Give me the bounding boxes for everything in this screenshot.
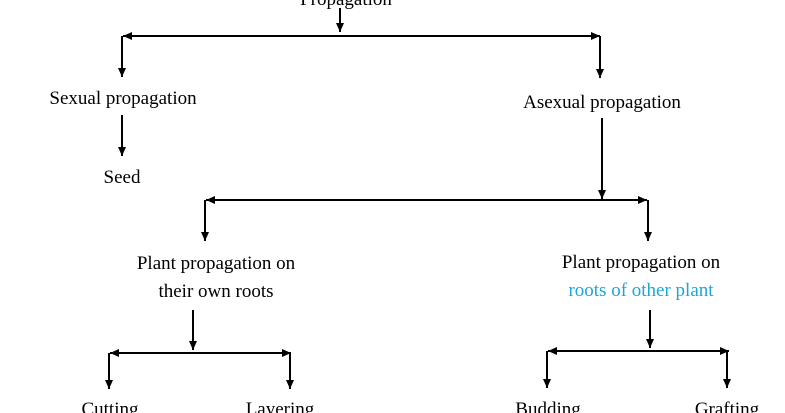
node-own-roots-line2: their own roots [158, 281, 273, 302]
node-grafting: Grafting [695, 399, 760, 413]
node-budding: Budding [515, 399, 581, 413]
node-layering: Layering [246, 399, 315, 413]
node-seed: Seed [104, 167, 141, 188]
node-propagation: Propagation [300, 0, 392, 10]
node-cutting: Cutting [81, 399, 139, 413]
node-other-roots-line1: Plant propagation on [562, 252, 721, 273]
node-own-roots-line1: Plant propagation on [137, 253, 296, 274]
node-other-roots-line2: roots of other plant [568, 280, 714, 301]
node-sexual-propagation: Sexual propagation [49, 88, 197, 109]
node-asexual-propagation: Asexual propagation [523, 92, 681, 113]
